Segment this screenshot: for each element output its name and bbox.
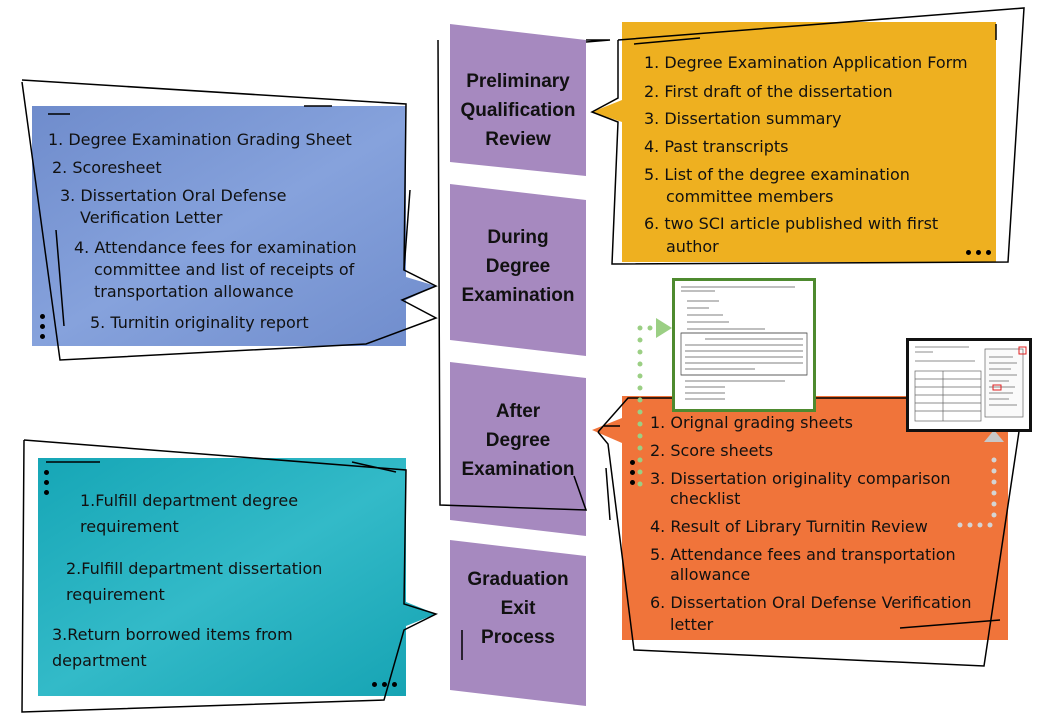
doc-thumbnail-checklist xyxy=(672,278,816,412)
list-item: 1. Degree Examination Application Form xyxy=(644,53,968,72)
list-item: 2.Fulfill department dissertation xyxy=(66,559,323,578)
box-preliminary xyxy=(592,22,996,262)
list-item: 4. Attendance fees for examination xyxy=(74,238,357,257)
stage-label-line: Process xyxy=(481,626,555,648)
stage-shape-graduation xyxy=(450,540,586,706)
more-dots-icon xyxy=(966,250,991,256)
list-item: 4. Past transcripts xyxy=(644,137,789,156)
box-graduation xyxy=(38,458,436,696)
more-dots-icon xyxy=(40,314,46,344)
list-item: 3.Return borrowed items from xyxy=(52,625,293,644)
list-item: committee members xyxy=(666,187,834,206)
doc-thumbnail-turnitin-lines xyxy=(914,346,1027,422)
list-item: requirement xyxy=(80,517,179,536)
stage-label-line: After xyxy=(495,400,541,422)
doc-thumbnail-checklist-lines xyxy=(680,286,808,400)
list-item: department xyxy=(52,651,147,670)
more-dots-icon xyxy=(372,682,397,688)
grey-dotted-connector xyxy=(957,457,997,528)
arrow-up-icon xyxy=(984,430,1004,442)
stage-label-line: Degree xyxy=(485,429,551,451)
stage-label-line: Degree xyxy=(485,255,551,277)
list-item: 6. Dissertation Oral Defense Verificatio… xyxy=(650,593,972,612)
list-item: letter xyxy=(670,615,714,634)
list-item: 5. List of the degree examination xyxy=(644,165,910,184)
list-item: 5. Turnitin originality report xyxy=(90,313,309,332)
list-item: 1. Degree Examination Grading Sheet xyxy=(48,130,352,149)
box-during xyxy=(32,106,436,346)
list-item: 2. Score sheets xyxy=(650,441,774,460)
list-item: 3. Dissertation Oral Defense xyxy=(60,186,287,205)
list-item: requirement xyxy=(66,585,165,604)
stage-label-line: Examination xyxy=(461,458,575,480)
stage-shape-after xyxy=(450,362,586,536)
list-item: committee and list of receipts of xyxy=(94,260,355,279)
accent-dashes xyxy=(46,24,1001,660)
more-dots-icon xyxy=(44,470,50,500)
more-dots-icon xyxy=(630,460,636,490)
box-after xyxy=(592,396,1008,640)
stage-shape-preliminary xyxy=(450,24,586,176)
list-item: 2. Scoresheet xyxy=(52,158,162,177)
arrow-right-icon xyxy=(656,318,672,338)
list-item: 1.Fulfill department degree xyxy=(80,491,299,510)
outline-strokes xyxy=(21,7,1025,713)
list-item: allowance xyxy=(670,565,751,584)
stage-shape-during xyxy=(450,184,586,356)
green-dotted-connector xyxy=(637,325,653,487)
list-item: author xyxy=(666,237,719,256)
list-item: 2. First draft of the dissertation xyxy=(644,82,893,101)
stage-label-line: Exit xyxy=(500,597,536,619)
list-item: 1. Orignal grading sheets xyxy=(650,413,853,432)
list-item: Verification Letter xyxy=(80,208,223,227)
doc-thumbnail-turnitin xyxy=(906,338,1032,432)
list-item: 4. Result of Library Turnitin Review xyxy=(650,517,928,536)
stage-label-line: Review xyxy=(485,128,551,150)
stage-label-line: Graduation xyxy=(467,568,569,590)
list-item: checklist xyxy=(670,489,741,508)
stage-label-line: Examination xyxy=(461,284,575,306)
list-item: 3. Dissertation originality comparison xyxy=(650,469,951,488)
stage-label-line: Qualification xyxy=(460,99,576,121)
list-item: 3. Dissertation summary xyxy=(644,109,842,128)
list-item: transportation allowance xyxy=(94,282,294,301)
list-item: 5. Attendance fees and transportation xyxy=(650,545,956,564)
list-item: 6. two SCI article published with first xyxy=(644,214,939,233)
stage-label-line: Preliminary xyxy=(466,70,570,92)
stage-label-line: During xyxy=(487,226,549,248)
